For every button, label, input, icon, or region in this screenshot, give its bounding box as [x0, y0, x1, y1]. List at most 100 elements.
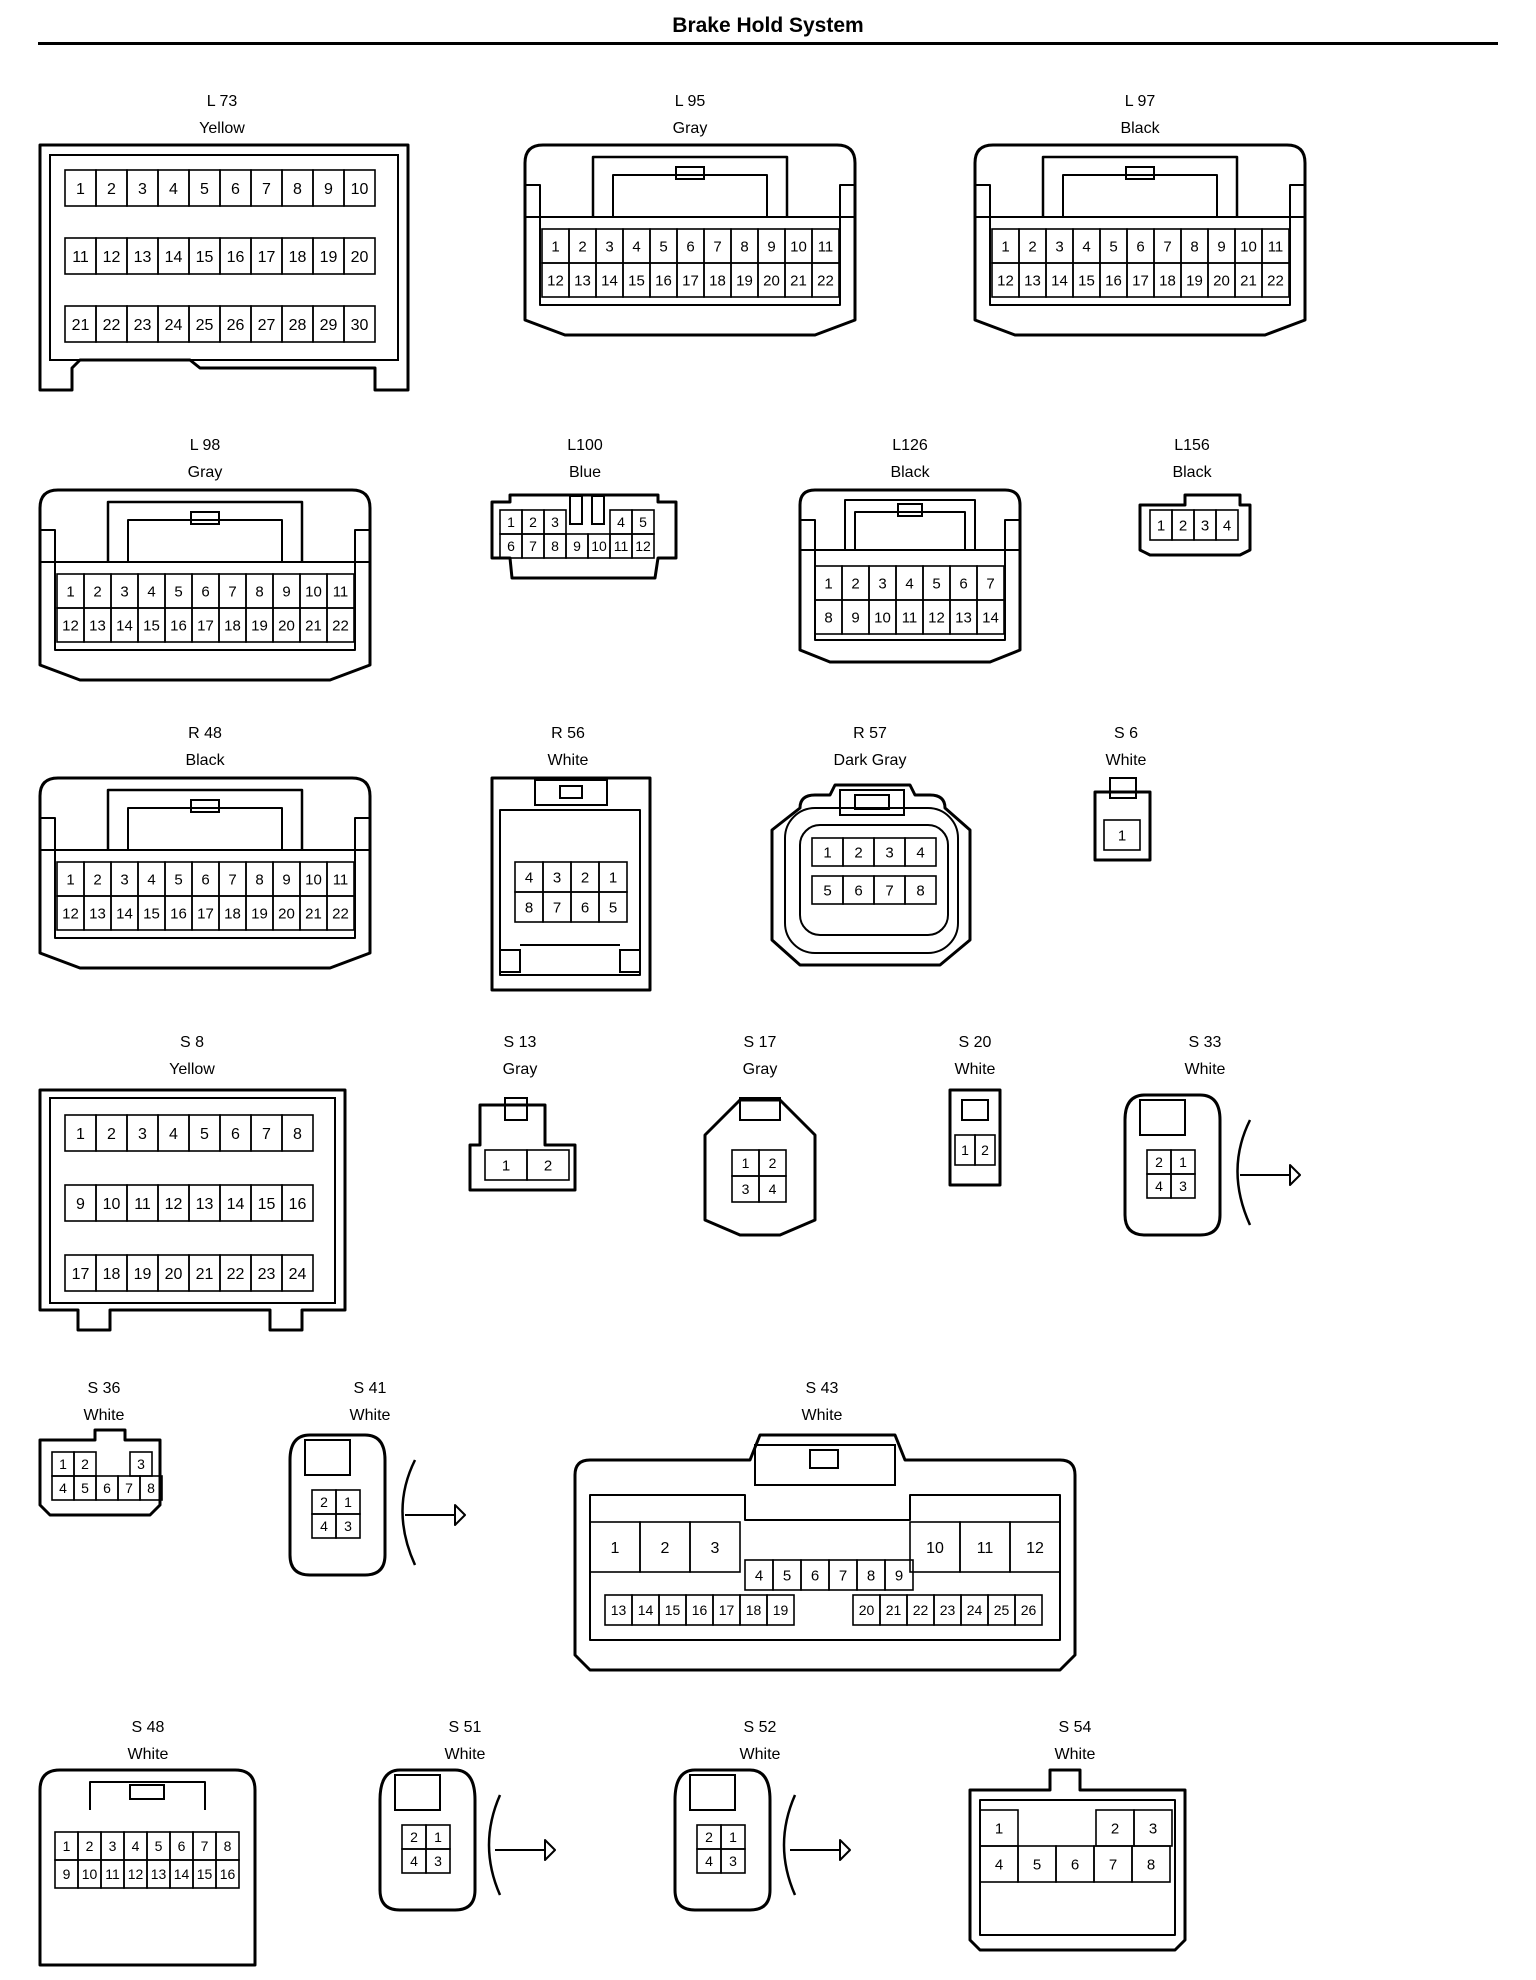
- pin-number: 7: [125, 1480, 133, 1496]
- connector-color: White: [350, 1407, 391, 1424]
- pin-number: 12: [128, 1866, 144, 1882]
- pin-number: 8: [824, 609, 832, 626]
- pin-number: 4: [147, 583, 155, 600]
- pin-number: 6: [103, 1480, 111, 1496]
- connector-s6: 1: [1093, 777, 1152, 862]
- pin-number: 2: [578, 238, 586, 255]
- pin-number: 24: [165, 317, 183, 334]
- pin-number: 17: [258, 249, 276, 266]
- pin-number: 18: [103, 1266, 121, 1283]
- connector-id: L156: [1174, 437, 1210, 454]
- pin-number: 4: [632, 238, 640, 255]
- pin-number: 6: [686, 238, 694, 255]
- pin-number: 18: [289, 249, 307, 266]
- connector-color: White: [1185, 1061, 1226, 1078]
- pin-number: 9: [573, 538, 581, 554]
- pin-number: 1: [742, 1155, 750, 1171]
- pin-number: 4: [916, 844, 924, 861]
- pin-number: 19: [773, 1602, 789, 1618]
- pin-number: 5: [1109, 238, 1117, 255]
- pin-number: 2: [410, 1829, 418, 1845]
- pin-number: 4: [132, 1838, 140, 1854]
- pin-number: 15: [665, 1602, 681, 1618]
- pin-number: 5: [200, 1126, 209, 1143]
- pin-number: 3: [553, 869, 561, 886]
- pin-number: 8: [1147, 1856, 1155, 1873]
- pin-number: 13: [89, 617, 106, 634]
- pin-number: 7: [839, 1567, 847, 1584]
- pin-number: 23: [258, 1266, 276, 1283]
- connector-id: S 8: [180, 1034, 204, 1051]
- pin-number: 3: [120, 871, 128, 888]
- pin-number: 3: [878, 575, 886, 592]
- pin-number: 5: [609, 899, 617, 916]
- connector-id: S 13: [504, 1034, 537, 1051]
- pin-number: 8: [293, 181, 302, 198]
- pin-number: 2: [320, 1494, 328, 1510]
- pin-number: 12: [635, 538, 651, 554]
- pin-number: 5: [81, 1480, 89, 1496]
- connector-id: L 95: [675, 93, 706, 110]
- pin-number: 8: [740, 238, 748, 255]
- pin-number: 4: [147, 871, 155, 888]
- connector-id: R 48: [188, 725, 222, 742]
- pin-number: 1: [823, 844, 831, 861]
- pin-number: 3: [551, 514, 559, 530]
- pin-number: 24: [967, 1602, 983, 1618]
- pin-number: 3: [109, 1838, 117, 1854]
- pin-number: 3: [138, 1126, 147, 1143]
- pin-number: 6: [201, 871, 209, 888]
- connector-id: S 41: [354, 1380, 387, 1397]
- pin-number: 19: [736, 272, 753, 289]
- pin-number: 16: [220, 1866, 236, 1882]
- pin-number: 3: [1179, 1178, 1187, 1194]
- pin-number: 3: [605, 238, 613, 255]
- pin-number: 21: [72, 317, 90, 334]
- pin-number: 11: [818, 238, 834, 255]
- pin-number: 9: [76, 1196, 85, 1213]
- pin-number: 2: [661, 1540, 670, 1557]
- pin-number: 15: [628, 272, 645, 289]
- pin-number: 4: [169, 181, 178, 198]
- pin-number: 1: [66, 871, 74, 888]
- connector-id: L 73: [207, 93, 238, 110]
- pin-number: 1: [76, 181, 85, 198]
- pin-number: 5: [639, 514, 647, 530]
- connector-color: White: [445, 1746, 486, 1763]
- pin-number: 7: [986, 575, 994, 592]
- pin-number: 2: [1111, 1820, 1119, 1837]
- pin-number: 11: [134, 1196, 151, 1213]
- pin-number: 1: [1001, 238, 1009, 255]
- pin-number: 1: [995, 1820, 1003, 1837]
- pin-number: 9: [851, 609, 859, 626]
- pin-number: 2: [93, 871, 101, 888]
- pin-number: 17: [197, 905, 214, 922]
- connector-id: S 6: [1114, 725, 1138, 742]
- connector-color: Black: [890, 464, 930, 481]
- connector-id: S 33: [1189, 1034, 1222, 1051]
- page-title: Brake Hold System: [672, 14, 864, 37]
- pin-number: 14: [1051, 272, 1068, 289]
- connector-color: Yellow: [169, 1061, 215, 1078]
- pin-number: 10: [351, 181, 369, 198]
- pin-number: 9: [324, 181, 333, 198]
- pin-number: 11: [72, 249, 89, 266]
- connector-id: S 51: [449, 1719, 482, 1736]
- pin-number: 11: [333, 583, 349, 600]
- pin-number: 7: [262, 1126, 271, 1143]
- pin-number: 22: [227, 1266, 245, 1283]
- connector-id: L 98: [190, 437, 221, 454]
- connector-color: Gray: [188, 464, 223, 481]
- pin-number: 4: [169, 1126, 178, 1143]
- pin-number: 12: [547, 272, 564, 289]
